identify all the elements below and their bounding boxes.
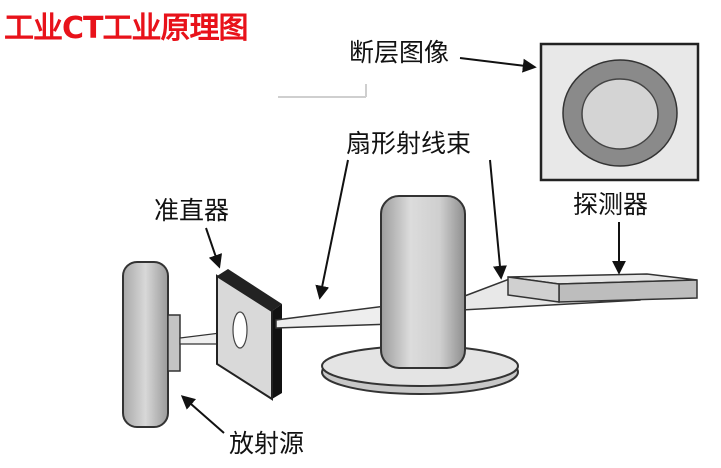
cross-section-inner-disc bbox=[581, 78, 659, 150]
label-fan-beam: 扇形射线束 bbox=[346, 129, 472, 158]
test-object bbox=[380, 195, 466, 369]
radiation-source bbox=[122, 261, 181, 428]
image-arrow bbox=[459, 57, 537, 73]
fan-beam-arrow-right bbox=[489, 159, 507, 280]
label-radiation-source: 放射源 bbox=[229, 429, 305, 458]
collimator-aperture bbox=[232, 311, 248, 349]
source-arrow bbox=[180, 395, 225, 434]
tomographic-image-panel bbox=[539, 42, 700, 182]
diagram-title: 工业CT工业原理图 bbox=[4, 11, 248, 46]
label-collimator: 准直器 bbox=[154, 196, 230, 225]
detector bbox=[507, 273, 698, 303]
label-tomographic-image: 断层图像 bbox=[349, 38, 450, 67]
label-detector: 探测器 bbox=[573, 190, 649, 219]
fan-beam-arrow-left bbox=[315, 159, 349, 300]
fan-beam bbox=[275, 304, 395, 329]
collimator-arrow bbox=[205, 227, 222, 269]
collimator bbox=[216, 269, 282, 401]
